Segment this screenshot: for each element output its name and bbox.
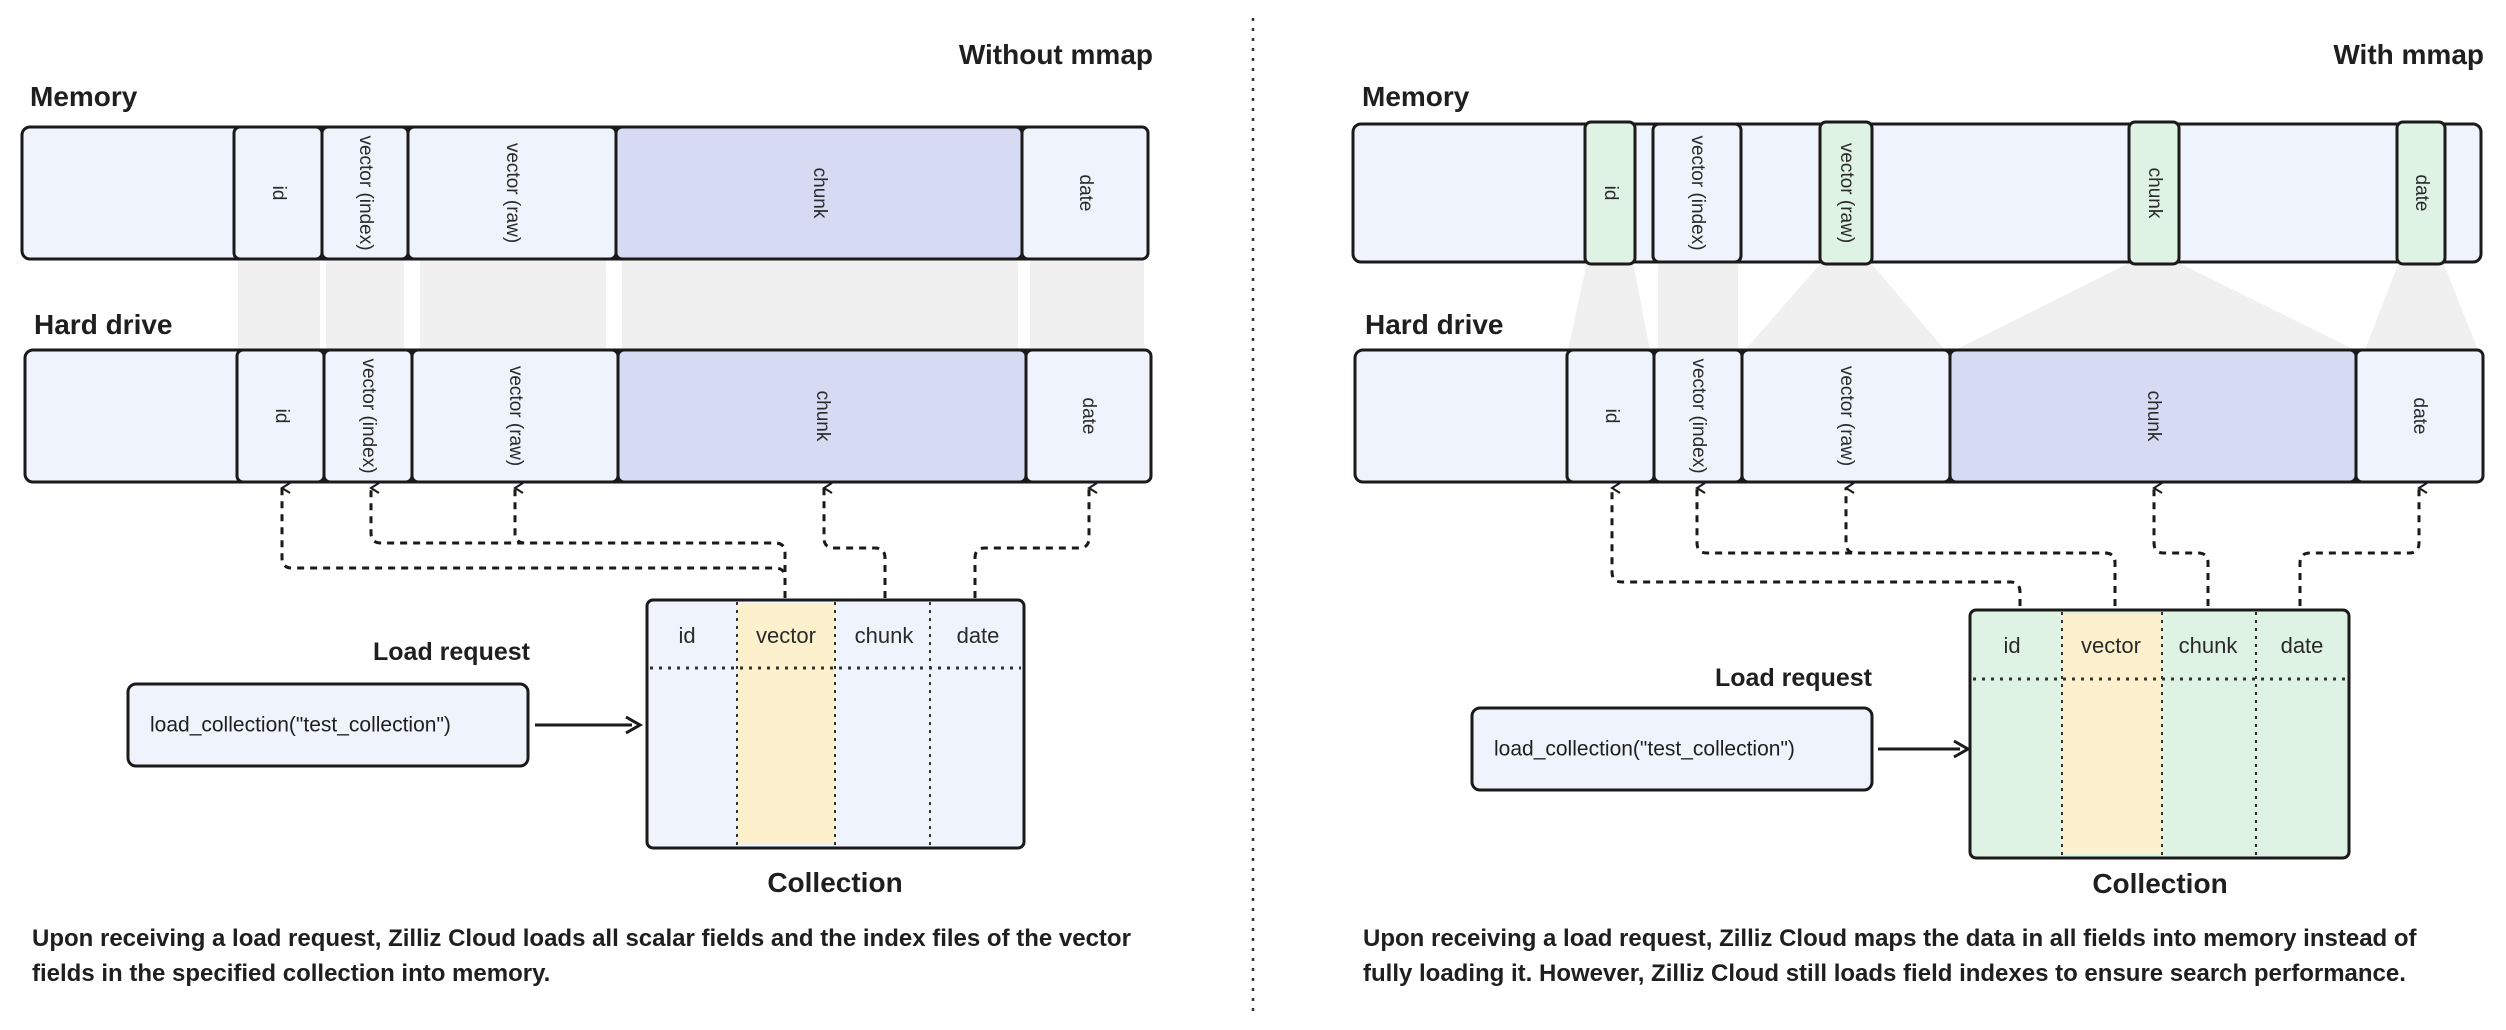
arrow-to-disk-chunk	[822, 482, 887, 598]
connector-band-chunk	[622, 260, 1018, 350]
disk-seg-vector-raw-label: vector (raw)	[505, 366, 526, 466]
memory-seg-chunk-label: chunk	[2144, 168, 2165, 219]
memory-seg-id-label: id	[1600, 186, 1621, 201]
left-load-request-code: load_collection("test_collection")	[150, 714, 451, 737]
connector-band-vector-index	[326, 260, 404, 350]
left-load-request-box	[126, 682, 530, 768]
memory-seg-id-label: id	[268, 186, 289, 201]
memory-seg-vector-index	[1651, 122, 1743, 264]
connector-band-vector-index	[1658, 262, 1738, 350]
left-mode-title: Without mmap	[959, 39, 1153, 70]
collection-column-date: date	[957, 623, 1000, 648]
collection-vector-column	[737, 604, 835, 844]
left-load-arrows	[280, 482, 1098, 598]
left-memory-label: Memory	[30, 81, 138, 112]
arrow-to-disk-date	[973, 482, 1098, 598]
disk-seg-vector-raw-label: vector (raw)	[1836, 366, 1857, 466]
memory-seg-date	[1020, 125, 1150, 261]
right-collection-table: id vector chunk date	[1968, 608, 2351, 860]
arrow-to-disk-chunk	[2152, 482, 2210, 606]
arrow-to-disk-id	[280, 482, 787, 598]
right-load-arrows	[1610, 482, 2428, 606]
memory-seg-chunk	[2127, 120, 2181, 266]
collection-column-date: date	[2281, 633, 2324, 658]
left-load-request-label: Load request	[373, 638, 531, 666]
arrow-to-disk-date	[2298, 482, 2428, 606]
right-load-request-code: load_collection("test_collection")	[1494, 738, 1795, 761]
disk-seg-date	[1024, 348, 1153, 484]
right-connector-bands	[1568, 262, 2478, 350]
arrow-to-disk-id	[1610, 482, 2022, 606]
right-memory-bar: id vector (index) vector (raw) chunk dat…	[1351, 120, 2483, 266]
disk-seg-chunk-label: chunk	[812, 391, 833, 442]
memory-seg-date	[2395, 120, 2447, 266]
memory-seg-vector-raw	[1818, 120, 1874, 266]
left-caption-line1: Upon receiving a load request, Zilliz Cl…	[32, 925, 1131, 952]
right-panel: With mmap Memory Hard drive id vector (i…	[1351, 39, 2485, 987]
left-hard-drive-label: Hard drive	[34, 309, 173, 340]
connector-band-date	[1030, 260, 1144, 350]
left-collection-table: id vector chunk date	[645, 598, 1026, 850]
arrow-to-disk-vector-index	[369, 482, 787, 598]
disk-seg-date-label: date	[1078, 398, 1099, 435]
collection-column-id: id	[2003, 633, 2020, 658]
memory-seg-id	[1583, 120, 1637, 266]
collection-column-chunk: chunk	[855, 623, 915, 648]
left-memory-bar: id vector (index) vector (raw) chunk dat…	[20, 125, 1150, 261]
arrow-to-disk-vector-raw	[513, 482, 787, 598]
left-connector-bands	[238, 260, 1144, 350]
collection-column-vector: vector	[756, 623, 816, 648]
right-mode-title: With mmap	[2333, 39, 2484, 70]
collection-column-chunk: chunk	[2179, 633, 2239, 658]
memory-seg-vector-index-label: vector (index)	[1687, 135, 1708, 250]
memory-bar-frame	[1351, 122, 2483, 264]
memory-seg-vector-index-label: vector (index)	[355, 135, 376, 250]
right-hard-drive-label: Hard drive	[1365, 309, 1504, 340]
right-hard-drive-bar: id vector (index) vector (raw) chunk dat…	[1353, 348, 2485, 484]
disk-seg-vector-index-label: vector (index)	[1688, 358, 1709, 473]
arrow-to-disk-vector-raw	[1844, 482, 2117, 606]
right-request-arrowhead	[1953, 739, 1972, 759]
memory-seg-vector-raw-label: vector (raw)	[502, 143, 523, 243]
arrow-to-disk-vector-index	[1695, 482, 2117, 606]
memory-seg-date-label: date	[1075, 175, 1096, 212]
connector-band-vector-raw	[1745, 262, 1945, 350]
disk-seg-date-label: date	[2409, 398, 2430, 435]
right-caption-line1: Upon receiving a load request, Zilliz Cl…	[1363, 925, 2418, 952]
connector-band-id	[238, 260, 320, 350]
left-request-arrowhead	[625, 715, 644, 735]
memory-seg-vector-raw-label: vector (raw)	[1836, 143, 1857, 243]
left-collection-label: Collection	[767, 867, 902, 898]
right-load-request-label: Load request	[1715, 664, 1873, 692]
left-caption-line2: fields in the specified collection into …	[32, 960, 550, 987]
right-caption-line2: fully loading it. However, Zilliz Cloud …	[1363, 960, 2406, 987]
disk-seg-vector-index-label: vector (index)	[358, 358, 379, 473]
collection-column-vector: vector	[2081, 633, 2141, 658]
collection-column-id: id	[678, 623, 695, 648]
connector-band-chunk	[1955, 262, 2355, 350]
disk-seg-id-label: id	[1601, 409, 1622, 424]
left-panel: Without mmap Memory Hard drive id vector…	[20, 39, 1153, 987]
right-memory-label: Memory	[1362, 81, 1470, 112]
memory-seg-chunk-label: chunk	[809, 168, 830, 219]
right-load-request-box	[1470, 706, 1874, 792]
right-collection-label: Collection	[2092, 868, 2227, 899]
left-hard-drive-bar: id vector (index) vector (raw) chunk dat…	[23, 348, 1153, 484]
connector-band-id	[1568, 262, 1650, 350]
connector-band-date	[2365, 262, 2478, 350]
disk-seg-id-label: id	[271, 409, 292, 424]
connector-band-vector-raw	[420, 260, 606, 350]
memory-seg-date-label: date	[2411, 175, 2432, 212]
disk-seg-date	[2354, 348, 2485, 484]
collection-vector-column	[2062, 614, 2162, 854]
disk-seg-chunk-label: chunk	[2143, 391, 2164, 442]
